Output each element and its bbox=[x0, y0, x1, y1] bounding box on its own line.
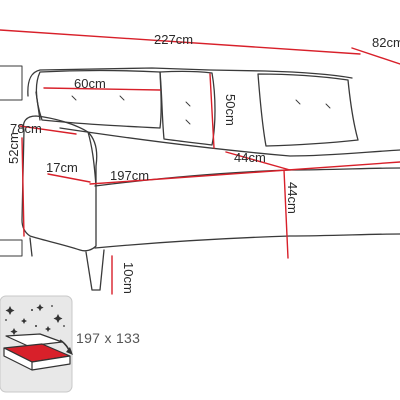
sleeping-area-label: 197 x 133 bbox=[76, 330, 140, 346]
dim-line-seat-height bbox=[283, 169, 289, 259]
front-leg bbox=[85, 249, 105, 291]
label-armrest-depth: 78cm bbox=[10, 121, 42, 136]
dim-line-armrest-height bbox=[47, 173, 91, 183]
label-leg-height: 10cm bbox=[121, 262, 136, 294]
dim-line-total-height bbox=[21, 137, 25, 237]
dim-line-armrest-depth bbox=[19, 125, 77, 135]
back-cushion-right bbox=[257, 73, 359, 147]
dim-line-depth bbox=[351, 47, 400, 65]
label-seat-depth: 44cm bbox=[234, 150, 266, 165]
sofa-outline bbox=[0, 65, 400, 291]
dim-line-total-width bbox=[0, 29, 361, 55]
background-side-panel bbox=[0, 65, 23, 257]
sleeping-area-inset bbox=[0, 295, 73, 393]
back-cushion-left bbox=[35, 69, 162, 129]
back-cushion-middle bbox=[159, 70, 216, 146]
sofa-back-frame bbox=[27, 67, 353, 97]
label-cushion-height: 50cm bbox=[223, 94, 238, 126]
star-pattern bbox=[5, 304, 65, 336]
label-seat-width: 197cm bbox=[110, 168, 149, 183]
label-depth: 82cm bbox=[372, 35, 400, 50]
dimension-labels: 227cm 82cm 60cm 78cm 44cm 17cm 197cm 50c… bbox=[6, 32, 400, 294]
left-armrest-inner bbox=[87, 131, 97, 187]
dim-line-cushion-height bbox=[209, 73, 215, 149]
sofa-bed-icon bbox=[3, 333, 71, 371]
label-total-width: 227cm bbox=[154, 32, 193, 47]
dim-line-cushion-width bbox=[43, 87, 161, 91]
arrow-icon bbox=[59, 339, 73, 355]
left-armrest bbox=[21, 115, 98, 252]
seat-top bbox=[59, 127, 400, 157]
label-seat-height: 44cm bbox=[285, 182, 300, 214]
rear-leg bbox=[29, 237, 33, 257]
label-armrest-height: 17cm bbox=[46, 160, 78, 175]
cushion-tufting-1 bbox=[71, 95, 331, 125]
label-cushion-width: 60cm bbox=[74, 76, 106, 91]
dim-line-seat-depth bbox=[225, 151, 291, 171]
label-total-height: 52cm bbox=[6, 132, 21, 164]
dim-line-seat-width bbox=[89, 161, 400, 185]
sofa-front-bottom bbox=[94, 233, 400, 249]
dimension-lines bbox=[0, 29, 400, 295]
